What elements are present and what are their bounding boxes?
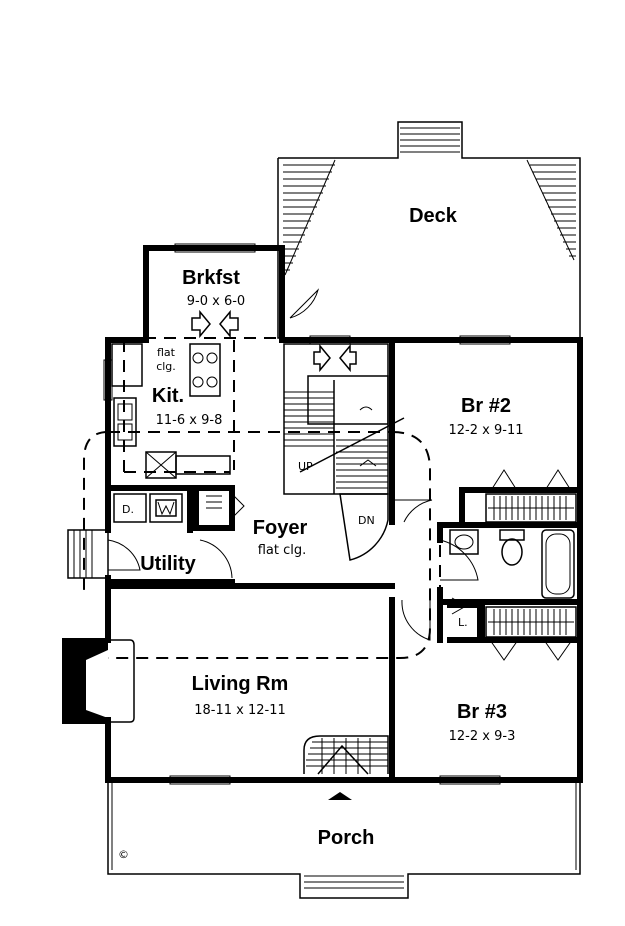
stairs: UP DN	[283, 343, 405, 561]
foyer-note: flat clg.	[258, 543, 307, 558]
brkfst-dims: 9-0 x 6-0	[187, 294, 245, 309]
deck-area: Deck	[277, 121, 581, 339]
porch-area: Porch ©	[107, 780, 581, 899]
utility-label: Utility	[140, 553, 196, 575]
kitchen-note-2: clg.	[156, 360, 176, 373]
kitchen-fixtures	[111, 343, 231, 479]
room-labels: Brkfst 9-0 x 6-0 flat clg. Kit. 11-6 x 9…	[140, 267, 523, 744]
living-stair	[303, 735, 389, 775]
utility-steps	[67, 529, 141, 579]
br3-dims: 12-2 x 9-3	[449, 729, 516, 744]
fireplace	[62, 638, 135, 724]
double-arrow-icon	[313, 343, 331, 373]
foyer-label: Foyer	[253, 517, 308, 539]
copyright-mark: ©	[118, 848, 129, 861]
linen-label: L.	[458, 616, 468, 629]
hall-doors	[392, 499, 433, 641]
br2-dims: 12-2 x 9-11	[449, 423, 524, 438]
living-dims: 18-11 x 12-11	[194, 703, 286, 718]
kitchen-label: Kit.	[152, 385, 184, 407]
deck-label: Deck	[409, 205, 458, 227]
porch-label: Porch	[318, 827, 375, 849]
brkfst-label: Brkfst	[182, 267, 240, 289]
utility-appliances: D.	[113, 493, 183, 523]
stairs-down-label: DN	[358, 514, 375, 527]
entry-arrow-icon	[328, 792, 352, 800]
kitchen-note-1: flat	[157, 346, 176, 359]
bath-fixtures	[439, 529, 575, 615]
kitchen-dims: 11-6 x 9-8	[156, 413, 223, 428]
ceiling-lines	[83, 337, 441, 659]
br2-closet	[485, 469, 577, 523]
br3-closet	[485, 606, 577, 661]
door-arrows	[191, 309, 357, 373]
living-label: Living Rm	[192, 673, 289, 695]
br3-label: Br #3	[457, 701, 507, 723]
br2-label: Br #2	[461, 395, 511, 417]
interior-walls	[105, 337, 583, 783]
stairs-up-label: UP	[298, 460, 313, 473]
dryer-label: D.	[122, 503, 134, 516]
double-arrow-icon	[191, 309, 211, 339]
exterior-walls	[103, 243, 583, 785]
